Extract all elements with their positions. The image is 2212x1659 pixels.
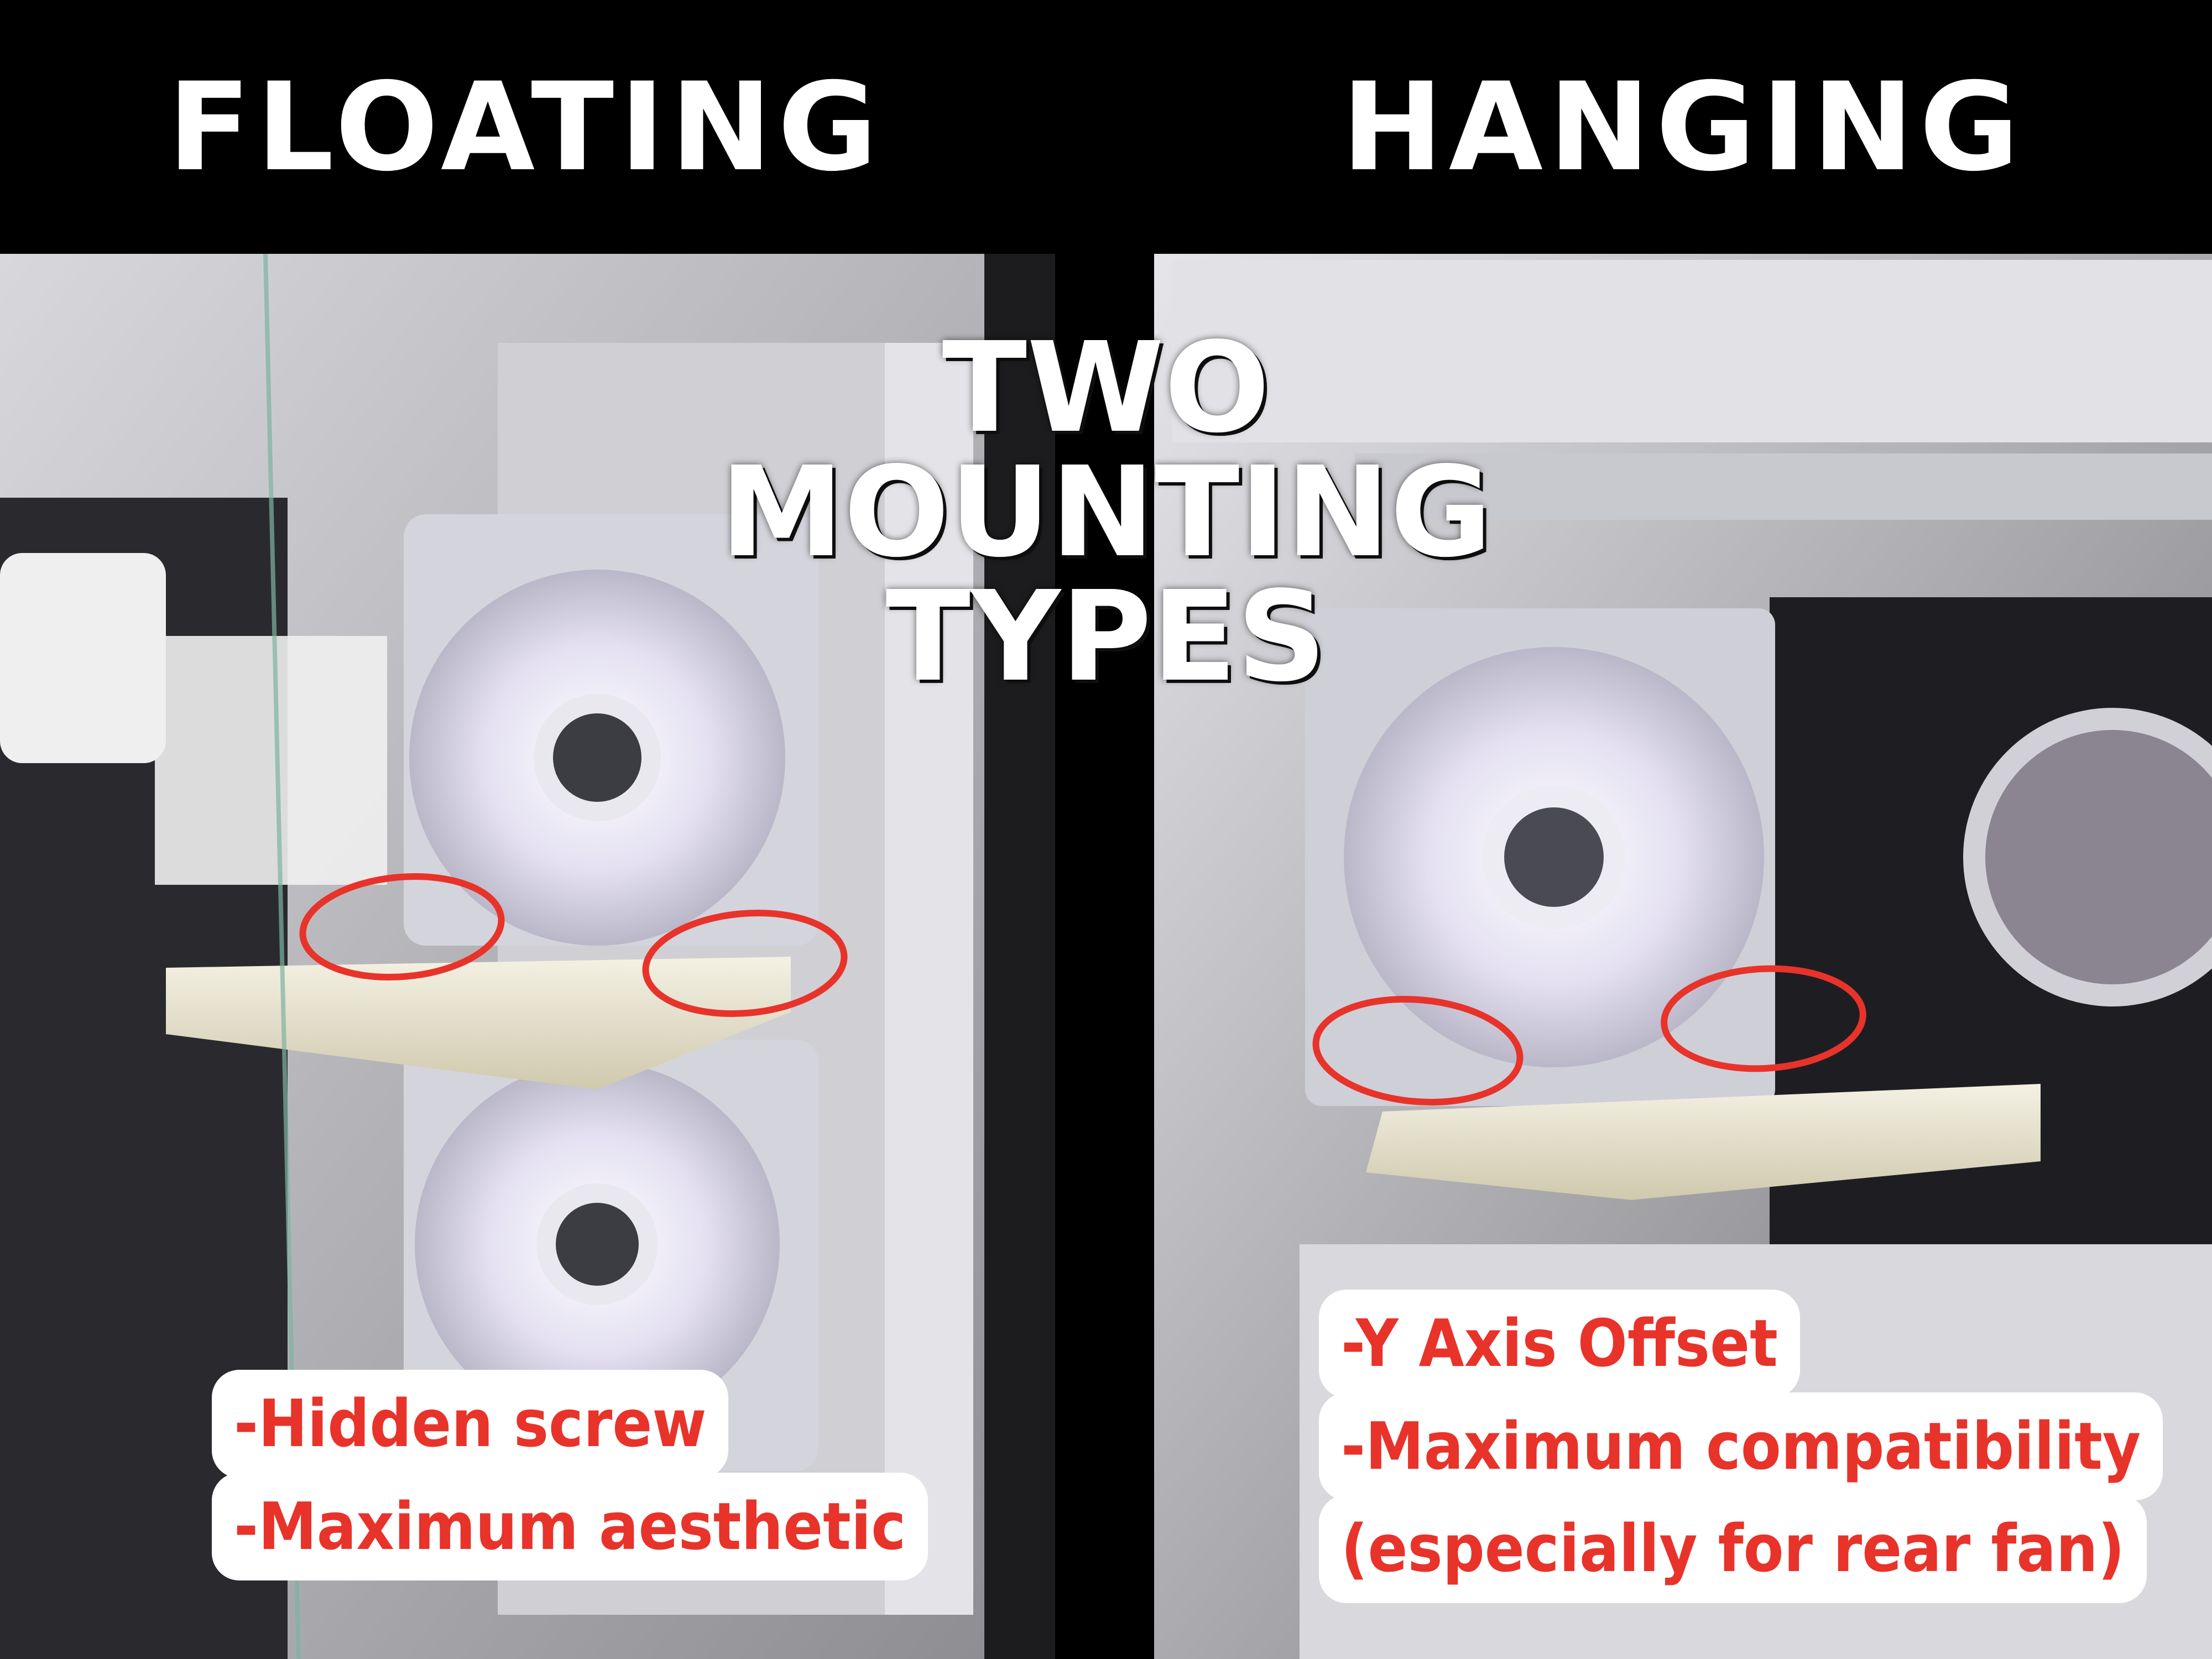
- highlight-ellipse: [1661, 965, 1866, 1072]
- callout-hanging: -Y Axis Offset -Maximum compatibility (e…: [1319, 1290, 2163, 1603]
- callout-line: (especially for rear fan): [1319, 1495, 2147, 1603]
- center-title-line: TWO: [942, 316, 1270, 461]
- highlight-ellipse: [1312, 995, 1524, 1106]
- heading-hanging: HANGING: [1341, 56, 2025, 198]
- left-photo: [0, 253, 1055, 1659]
- heading-floating: FLOATING: [168, 56, 883, 198]
- center-title-line: TYPES: [885, 565, 1327, 709]
- center-title-line: MOUNTING: [719, 440, 1493, 585]
- callout-line: -Y Axis Offset: [1319, 1290, 1800, 1398]
- center-title: TWO MOUNTING TYPES: [719, 326, 1493, 700]
- callout-floating: -Hidden screw -Maximum aesthetic: [212, 1370, 928, 1580]
- callout-line: -Hidden screw: [212, 1370, 729, 1478]
- highlight-ellipse: [642, 909, 848, 1018]
- callout-line: -Maximum aesthetic: [212, 1472, 928, 1580]
- highlight-ellipse: [299, 873, 505, 981]
- callout-line: -Maximum compatibility: [1319, 1392, 2163, 1500]
